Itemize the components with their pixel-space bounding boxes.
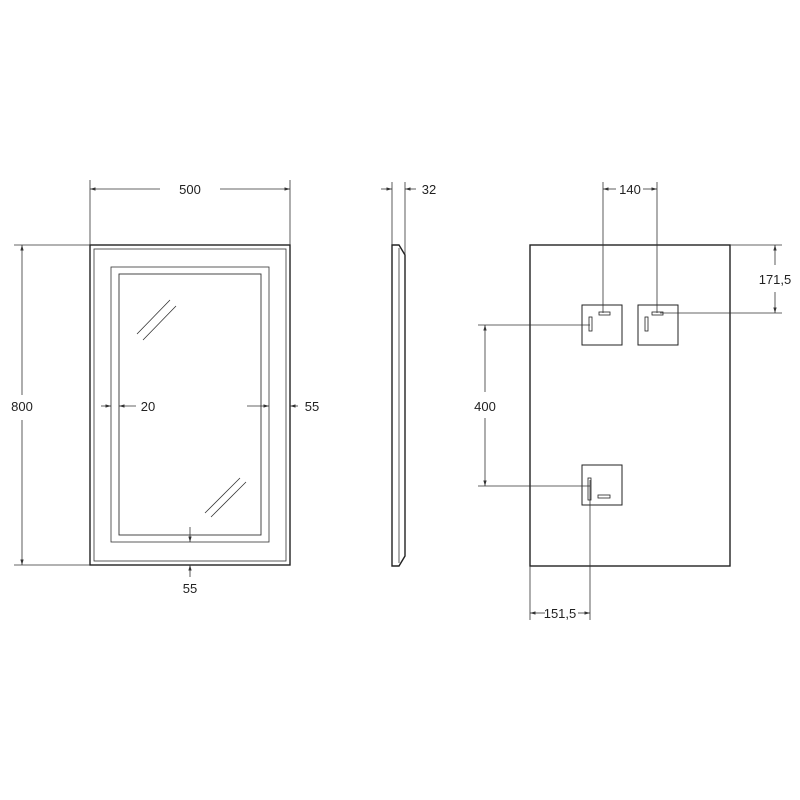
mirror-side-profile: [391, 244, 406, 567]
reflection-mark: [210, 481, 247, 518]
mounting-bracket: [637, 304, 679, 346]
reflection-mark: [136, 299, 171, 335]
back-view: 140 171,5 400 151,5: [474, 182, 791, 621]
height-label: 800: [11, 399, 33, 414]
side-view: 32: [381, 182, 436, 567]
mirror-frame-edge: [93, 248, 287, 562]
width-label: 500: [179, 182, 201, 197]
mirror-back-panel: [529, 244, 731, 567]
vertical-spacing-label: 400: [474, 399, 496, 414]
top-offset-label: 171,5: [759, 272, 792, 287]
bottom-frame-label: 55: [183, 581, 197, 596]
reflection-mark: [142, 305, 177, 341]
reflection-mark: [204, 477, 241, 514]
inner-gap-label: 20: [141, 399, 155, 414]
mirror-outer-frame: [89, 244, 291, 566]
depth-label: 32: [422, 182, 436, 197]
side-frame-label: 55: [305, 399, 319, 414]
mounting-bracket: [581, 464, 623, 506]
bracket-spacing-label: 140: [619, 182, 641, 197]
left-offset-label: 151,5: [544, 606, 577, 621]
front-view: 500 800 20 55 55: [11, 180, 319, 596]
mirror-glass-outer: [110, 266, 270, 543]
